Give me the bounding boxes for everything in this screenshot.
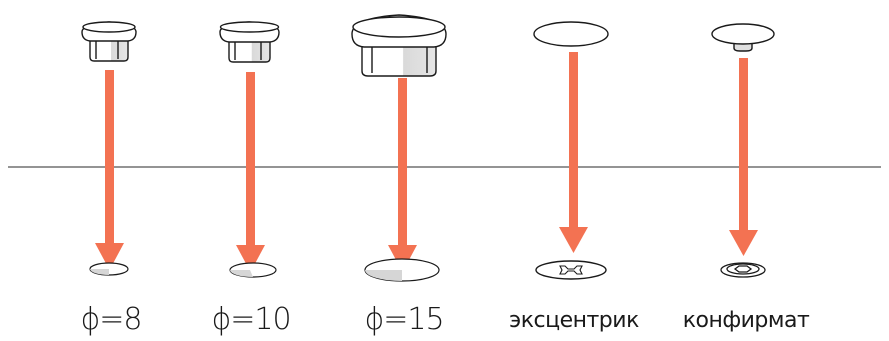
plug-cap-8-icon bbox=[81, 21, 137, 62]
confirmat-hole-icon bbox=[720, 262, 766, 278]
confirmat-cover-icon bbox=[711, 23, 775, 52]
hole-15-shade bbox=[365, 270, 402, 281]
hole-8-shade bbox=[90, 269, 109, 275]
label-confirmat: конфирмат bbox=[682, 308, 810, 333]
eccentric-cover-icon bbox=[533, 21, 609, 47]
arrow-10 bbox=[236, 72, 265, 272]
hole-10-shade bbox=[230, 270, 253, 277]
arrow-8 bbox=[95, 70, 124, 270]
label-eccentric: эксцентрик bbox=[509, 308, 639, 333]
eccentric-hole-icon bbox=[535, 260, 607, 280]
plug-cap-10-icon bbox=[219, 21, 280, 63]
plug-cap-15-icon bbox=[351, 14, 447, 77]
arrow-15 bbox=[388, 78, 417, 272]
label-diameter-15: ϕ=15 bbox=[364, 302, 444, 337]
label-diameter-10: ϕ=10 bbox=[211, 302, 291, 337]
arrow-confirmat bbox=[729, 58, 758, 256]
arrow-eccentric bbox=[559, 52, 588, 253]
label-diameter-8: ϕ=8 bbox=[80, 302, 142, 337]
